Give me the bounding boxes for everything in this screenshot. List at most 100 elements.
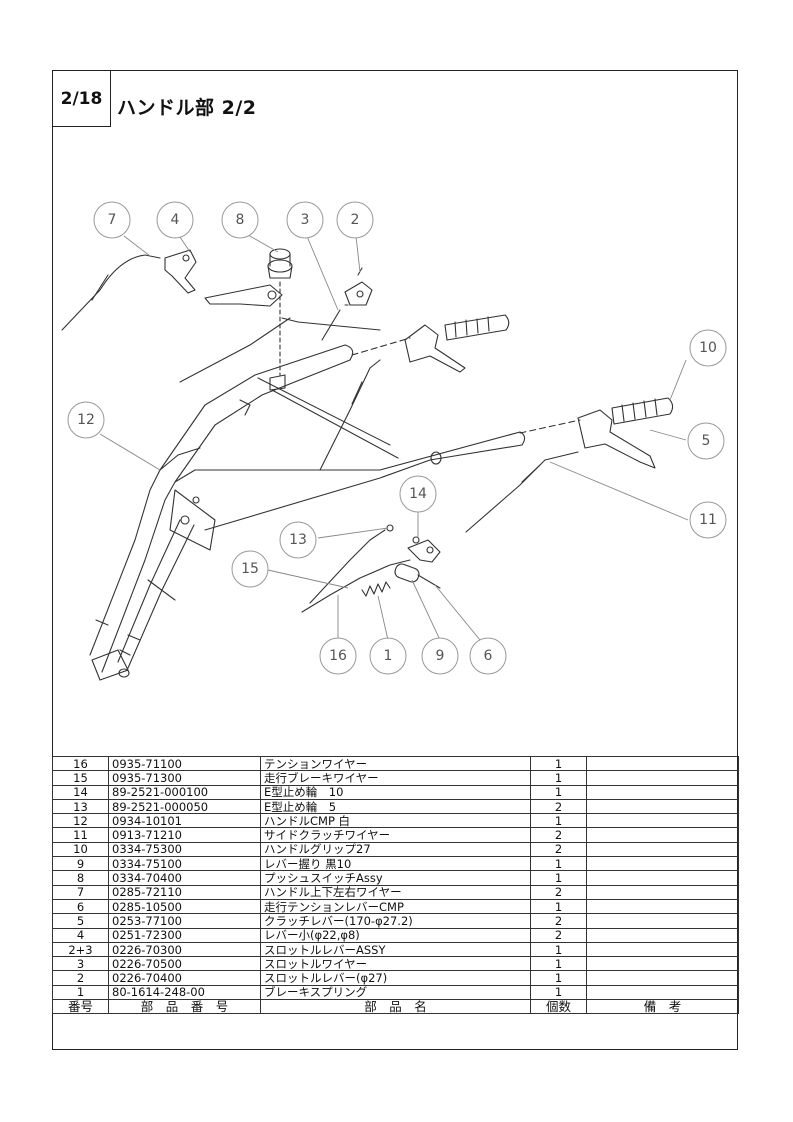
callout-label: 1	[384, 648, 393, 664]
callout-label: 13	[289, 532, 307, 548]
row-qty: 2	[530, 927, 587, 943]
row-qty: 1	[530, 956, 587, 972]
row-qty: 2	[530, 884, 587, 900]
row-part-name: テンションワイヤー	[260, 755, 531, 772]
row-part-number: 0934-10101	[108, 813, 261, 829]
row-part-name: ハンドルCMP 白	[260, 813, 531, 829]
page-number-box: 2/18	[53, 71, 111, 127]
row-part-number: 0285-10500	[108, 898, 261, 915]
row-remarks	[586, 813, 739, 829]
cable-upper-middle	[179, 317, 381, 383]
row-part-number: 89-2521-000100	[108, 784, 261, 800]
row-remarks	[586, 970, 739, 986]
cable-middle	[319, 359, 381, 471]
cable-7	[61, 254, 161, 331]
row-part-name: クラッチレバー(170-φ27.2)	[260, 913, 531, 929]
row-qty: 2	[530, 913, 587, 929]
row-remarks	[586, 827, 739, 843]
row-remarks	[586, 755, 739, 772]
lever-upper-right	[351, 324, 466, 373]
row-part-name: 走行ブレーキワイヤー	[260, 770, 531, 786]
clutch-lever-5	[519, 409, 656, 469]
row-no: 5	[52, 913, 109, 929]
row-part-number: 0913-71210	[108, 827, 261, 843]
row-part-name: サイドクラッチワイヤー	[260, 827, 531, 843]
row-part-number: 0226-70400	[108, 970, 261, 986]
row-part-name: スロットルレバー(φ27)	[260, 970, 531, 986]
row-part-number: 0334-75300	[108, 841, 261, 858]
row-remarks	[586, 913, 739, 929]
row-qty: 1	[530, 755, 587, 772]
callout-label: 15	[241, 561, 259, 577]
row-no: 8	[52, 870, 109, 886]
callout-label: 6	[484, 648, 493, 664]
header-part-number: 部 品 番 号	[108, 999, 261, 1015]
row-qty: 1	[530, 770, 587, 786]
row-part-number: 0935-71100	[108, 755, 261, 772]
row-remarks	[586, 798, 739, 815]
row-part-name: ハンドル上下左右ワイヤー	[260, 884, 531, 900]
row-qty: 2	[530, 841, 587, 858]
row-no: 7	[52, 884, 109, 900]
row-part-name: プッシュスイッチAssy	[260, 870, 531, 886]
callout-label: 8	[236, 212, 245, 228]
tension-lever-6	[407, 539, 441, 589]
row-part-name: E型止め輪 5	[260, 798, 531, 815]
row-qty: 1	[530, 856, 587, 872]
row-qty: 2	[530, 827, 587, 843]
exploded-parts-diagram: 7 4 8 3 2 10 12 5 14 11 13 15 16 1 9 6	[61, 201, 727, 681]
row-remarks	[586, 984, 739, 1001]
row-remarks	[586, 841, 739, 858]
row-part-name: スロットルレバーASSY	[260, 941, 531, 958]
header-qty: 個数	[530, 999, 587, 1015]
row-no: 2	[52, 970, 109, 986]
callout-label: 3	[301, 212, 310, 228]
push-switch-8	[267, 248, 293, 376]
header-no: 番号	[52, 999, 109, 1015]
lever-grip-9	[394, 563, 420, 583]
row-no: 9	[52, 856, 109, 872]
brake-wire-15	[301, 559, 411, 613]
row-remarks	[586, 927, 739, 943]
row-part-number: 0935-71300	[108, 770, 261, 786]
row-part-name: ハンドルグリップ27	[260, 841, 531, 858]
row-part-number: 0251-72300	[108, 927, 261, 943]
row-qty: 1	[530, 941, 587, 958]
callout-circles	[67, 201, 727, 675]
row-part-number: 0226-70500	[108, 956, 261, 972]
header-part-name: 部 品 名	[260, 999, 531, 1015]
row-no: 14	[52, 784, 109, 800]
row-no: 16	[52, 755, 109, 772]
row-remarks	[586, 870, 739, 886]
page-title: ハンドル部 2/2	[117, 97, 257, 119]
row-part-name: レバー握り 黒10	[260, 856, 531, 872]
row-remarks	[586, 956, 739, 972]
row-part-number: 0334-70400	[108, 870, 261, 886]
row-qty: 1	[530, 984, 587, 1001]
row-remarks	[586, 941, 739, 958]
lever-small-4	[164, 249, 197, 294]
header-remarks: 備 考	[586, 999, 739, 1015]
row-part-number: 89-2521-000050	[108, 798, 261, 815]
handle-grip-10-b	[611, 397, 674, 425]
e-ring-14	[412, 536, 420, 544]
row-no: 11	[52, 827, 109, 843]
row-no: 12	[52, 813, 109, 829]
row-part-name: E型止め輪 10	[260, 784, 531, 800]
callout-label: 11	[699, 512, 717, 528]
handle-frame-12	[89, 344, 526, 681]
row-remarks	[586, 898, 739, 915]
